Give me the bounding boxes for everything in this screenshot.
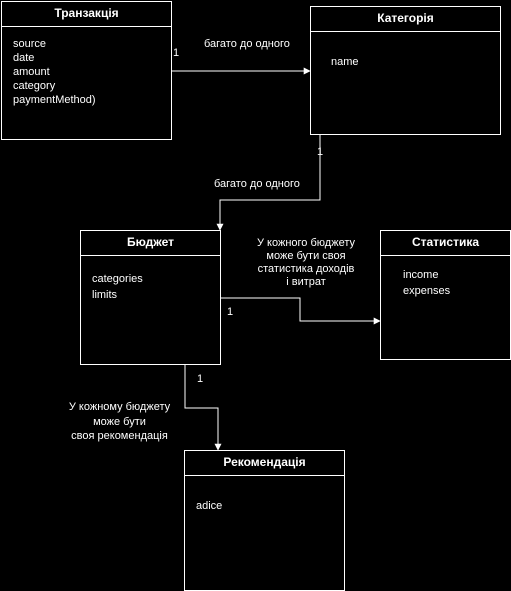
attribute-list: adice [185,476,344,513]
entity-category[interactable]: Категорія name [310,6,501,135]
label-line: може бути своя [266,250,346,262]
label-line: статистика доходів [257,263,355,275]
entity-title: Бюджет [81,231,220,256]
attribute: limits [92,289,118,301]
entity-title: Категорія [311,7,500,32]
relation-label: У кожного бюджету може бути своя статист… [238,237,374,289]
edge-category-budget [216,135,321,231]
label-line: може бути [93,415,146,428]
entity-transaction[interactable]: Транзакція source date amount category p… [1,1,172,140]
multiplicity-label: 1 [317,146,324,158]
attribute: categories [92,273,143,285]
edge-budget-statistics [220,297,381,325]
relation-label: багато до одного [214,178,300,190]
attribute: amount [13,66,50,78]
label-line: У кожного бюджету [257,237,355,249]
attribute-list: income expenses [381,256,510,298]
relation-label: багато до одного [204,38,290,50]
attribute: category [13,80,56,92]
multiplicity-label: 1 [227,306,234,318]
entity-title: Рекомендація [185,451,344,476]
edge-budget-recommendation [184,365,222,451]
label-line: своя рекомендація [71,430,168,442]
attribute: name [331,56,359,68]
label-line: У кожному бюджету [68,401,171,413]
attribute: paymentMethod) [13,94,96,106]
attribute: source [13,38,47,50]
multiplicity-label: 1 [197,373,204,385]
attribute-list: source date amount category paymentMetho… [2,27,171,107]
attribute: date [13,52,35,64]
relation-label: У кожному бюджету може бути своя рекомен… [52,400,187,444]
attribute: income [403,269,439,281]
attribute-list: name [311,32,500,69]
attribute-list: categories limits [81,256,220,302]
entity-title: Статистика [381,231,510,256]
entity-recommendation[interactable]: Рекомендація adice [184,450,345,591]
attribute: expenses [403,285,451,297]
label-line: і витрат [286,276,326,288]
entity-budget[interactable]: Бюджет categories limits [80,230,221,365]
attribute: adice [196,500,223,512]
entity-title: Транзакція [2,2,171,27]
entity-statistics[interactable]: Статистика income expenses [380,230,511,360]
multiplicity-label: 1 [173,47,180,59]
